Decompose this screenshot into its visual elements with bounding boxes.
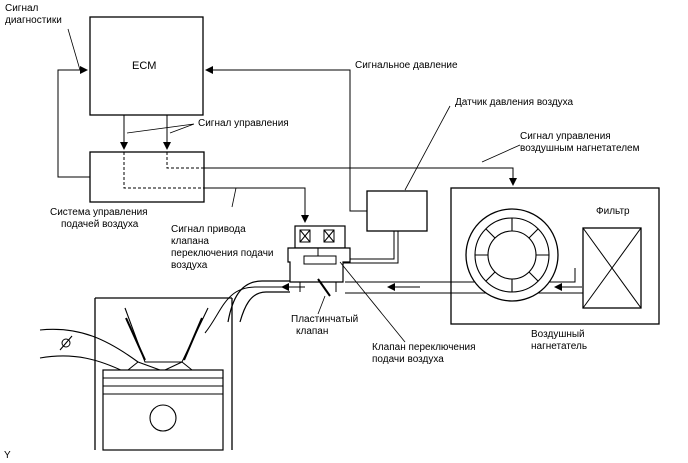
dashed-path-right bbox=[166, 152, 204, 169]
switch-valve-pointer bbox=[339, 261, 406, 343]
air-switching-valve bbox=[287, 225, 351, 297]
pressure-tube-inner bbox=[343, 231, 395, 260]
label-diag-signal-1: Сигнал bbox=[5, 3, 39, 14]
label-control-signal: Сигнал управления bbox=[198, 118, 289, 129]
reed-valve-pointer bbox=[317, 295, 326, 315]
engine-hose-inner bbox=[239, 291, 290, 323]
label-reed-valve-1: Пластинчатый bbox=[291, 314, 359, 325]
drive-pointer bbox=[231, 187, 237, 208]
label-air-pressure-sensor: Датчик давления воздуха bbox=[455, 97, 574, 108]
label-ecm: ECM bbox=[132, 60, 157, 72]
air-pressure-sensor-box bbox=[366, 190, 428, 232]
label-drive-signal-2: клапана bbox=[171, 236, 209, 247]
label-reed-valve-2: клапан bbox=[296, 326, 329, 337]
filter-element bbox=[582, 227, 642, 309]
label-blower-signal-1: Сигнал управления bbox=[520, 131, 611, 142]
label-air-system-2: подачей воздуха bbox=[61, 219, 139, 230]
blower-pointer bbox=[481, 144, 521, 163]
label-switch-valve-1: Клапан переключения bbox=[372, 342, 476, 353]
air-pump-wheel bbox=[465, 208, 559, 302]
dashed-path-left bbox=[123, 152, 204, 189]
diagnostic-signal-wire bbox=[57, 66, 90, 178]
label-air-system-1: Система управления bbox=[50, 207, 148, 218]
reed-valve-flap bbox=[317, 278, 331, 297]
engine-cylinder bbox=[39, 297, 233, 451]
label-blower-signal-2: воздушным нагнетателем bbox=[520, 143, 640, 154]
signal-pressure-line bbox=[205, 66, 367, 212]
engine-hose-outer bbox=[227, 280, 290, 323]
valve-drive-wire bbox=[204, 187, 309, 223]
label-filter: Фильтр bbox=[596, 206, 630, 217]
air-system-control-box bbox=[89, 151, 205, 203]
figure-letter: Y bbox=[4, 450, 11, 461]
label-air-pump-1: Воздушный bbox=[531, 329, 585, 340]
diagnostic-pointer-line bbox=[67, 28, 81, 71]
label-drive-signal-1: Сигнал привода bbox=[171, 224, 246, 235]
piston-pin bbox=[149, 404, 177, 432]
air-hose-top bbox=[345, 268, 576, 283]
engine-hose-2a bbox=[204, 286, 290, 334]
exhaust-valve bbox=[183, 317, 203, 361]
label-diag-signal-2: диагностики bbox=[5, 15, 62, 26]
label-switch-valve-2: подачи воздуха bbox=[372, 354, 444, 365]
intake-valve bbox=[125, 317, 146, 361]
ecm-box bbox=[89, 16, 204, 116]
label-air-pump-2: нагнетатель bbox=[531, 341, 588, 352]
label-drive-signal-3: переключения подачи bbox=[171, 248, 274, 259]
control-signal-pointer bbox=[126, 123, 195, 134]
blower-control-wire bbox=[204, 167, 517, 186]
label-drive-signal-4: воздуха bbox=[171, 260, 208, 271]
sensor-pointer bbox=[404, 105, 451, 191]
label-signal-pressure: Сигнальное давление bbox=[355, 60, 458, 71]
pressure-tube bbox=[343, 231, 399, 264]
